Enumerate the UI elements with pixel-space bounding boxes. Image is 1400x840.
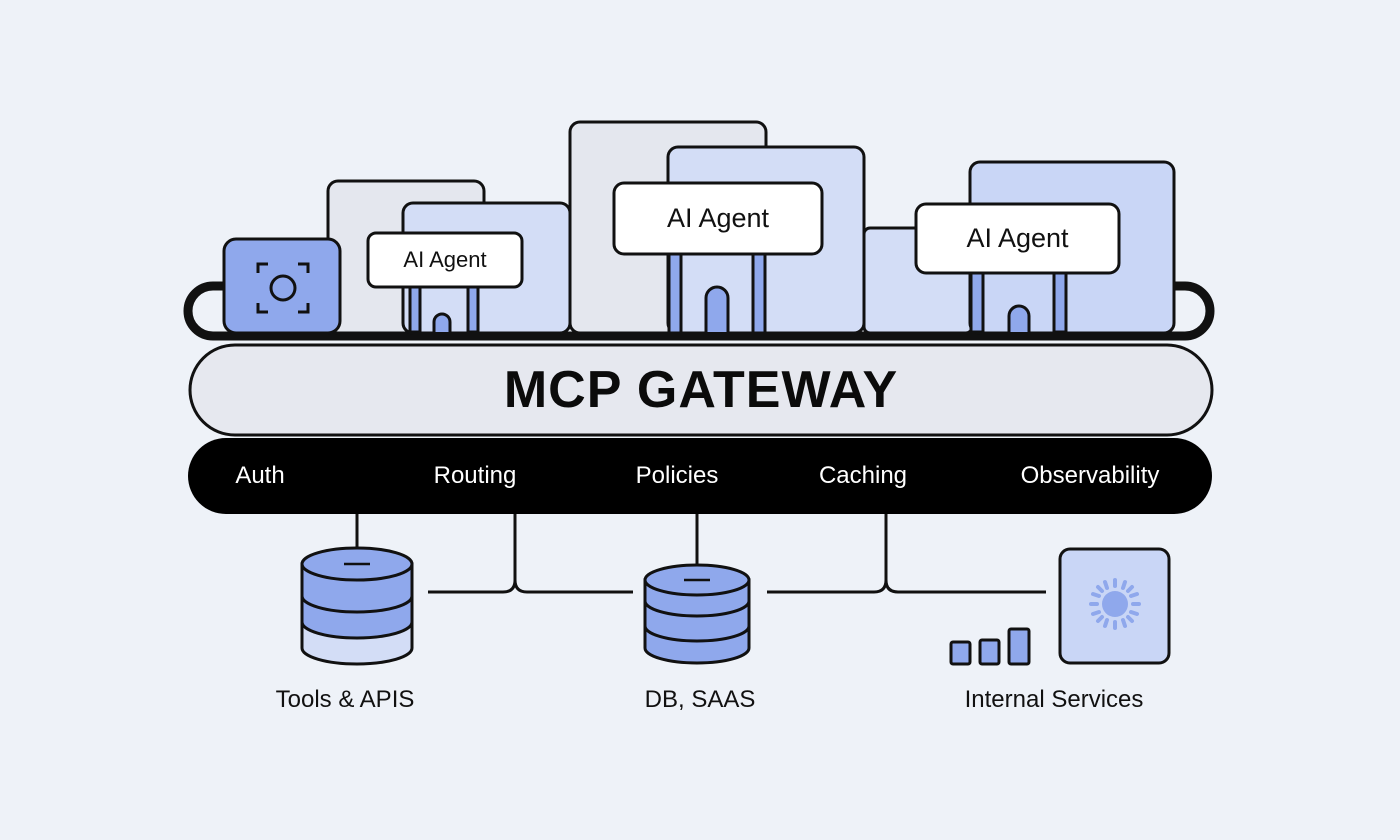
- backend-label-db: DB, SAAS: [644, 686, 756, 713]
- feature-observability: Observability: [1020, 462, 1160, 489]
- feature-policies: Policies: [635, 462, 719, 489]
- gateway-title: MCP GATEWAY: [503, 361, 899, 419]
- backend-label-internal: Internal Services: [964, 686, 1144, 713]
- sun-service-icon: [1058, 547, 1171, 665]
- agent-label: AI Agent: [966, 223, 1069, 253]
- backend-label-tools: Tools & APIS: [275, 686, 415, 713]
- bar-chart-icon: [949, 627, 1031, 666]
- feature-bar: [188, 438, 1212, 514]
- feature-auth: Auth: [235, 462, 285, 489]
- agent-label-boxes: [366, 181, 1121, 289]
- gateway-bar: [188, 343, 1214, 437]
- agent-label: AI Agent: [666, 203, 770, 233]
- feature-routing: Routing: [433, 462, 517, 489]
- database-icon: [300, 546, 414, 666]
- database-icon: [643, 563, 751, 665]
- feature-caching: Caching: [818, 462, 908, 489]
- agent-label: AI Agent: [403, 247, 487, 272]
- connector-lines: [355, 514, 1046, 594]
- camera-focus-icon: [222, 237, 342, 335]
